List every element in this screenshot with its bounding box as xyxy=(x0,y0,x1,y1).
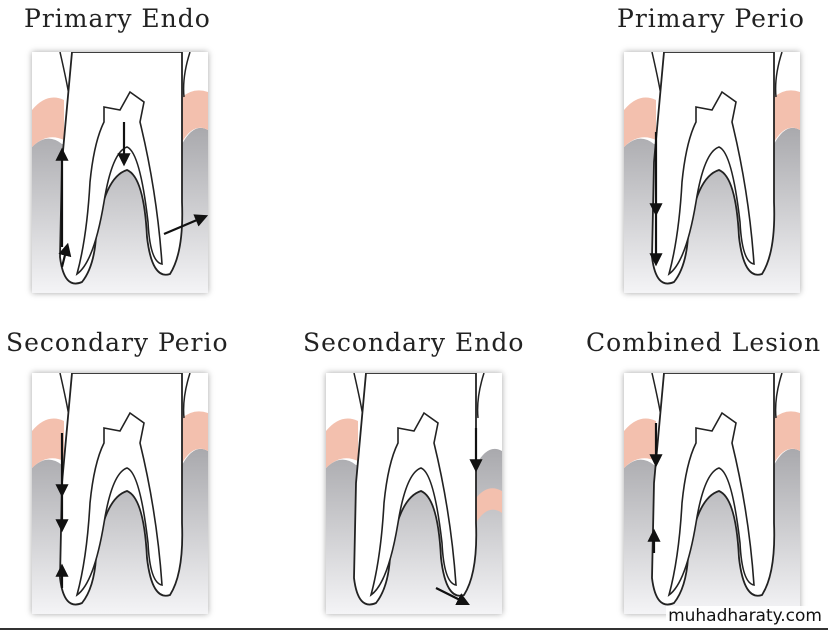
gum-left xyxy=(32,97,64,147)
title-primary-perio: Primary Perio xyxy=(617,4,805,33)
gum-left xyxy=(32,418,64,468)
neighbor-right-tooth xyxy=(476,373,485,419)
neighbor-right-tooth xyxy=(182,373,191,419)
tooth-diagram xyxy=(326,373,502,614)
gum-right xyxy=(182,90,208,142)
title-secondary-endo: Secondary Endo xyxy=(303,328,525,357)
panel-secondary-perio xyxy=(32,373,208,614)
panel-secondary-endo xyxy=(326,373,502,614)
title-secondary-perio: Secondary Perio xyxy=(6,328,229,357)
neighbor-right-tooth xyxy=(182,52,191,98)
gum-right xyxy=(774,411,800,463)
gum-left xyxy=(326,418,358,468)
gum-left xyxy=(624,418,656,468)
neighbor-right-tooth xyxy=(774,52,783,98)
panel-combined-lesion xyxy=(624,373,800,614)
panel-primary-perio xyxy=(624,52,800,293)
tooth-diagram xyxy=(32,52,208,293)
pulp xyxy=(667,411,755,597)
arrow xyxy=(58,242,72,268)
bottom-border xyxy=(0,628,828,630)
gum-right xyxy=(182,411,208,463)
gum-right xyxy=(476,488,502,523)
title-combined-lesion: Combined Lesion xyxy=(586,328,822,357)
watermark: muhadharaty.com xyxy=(666,606,824,626)
tooth-diagram xyxy=(624,52,800,293)
pulp xyxy=(75,411,163,597)
tooth-diagram xyxy=(32,373,208,614)
gum-right xyxy=(774,90,800,142)
panel-primary-endo xyxy=(32,52,208,293)
neighbor-right-tooth xyxy=(774,373,783,419)
gum-left xyxy=(624,97,656,147)
pulp xyxy=(369,411,457,597)
title-primary-endo: Primary Endo xyxy=(24,4,211,33)
pulp xyxy=(667,90,755,276)
arrow xyxy=(435,587,470,605)
tooth-diagram xyxy=(624,373,800,614)
arrow xyxy=(163,214,208,236)
